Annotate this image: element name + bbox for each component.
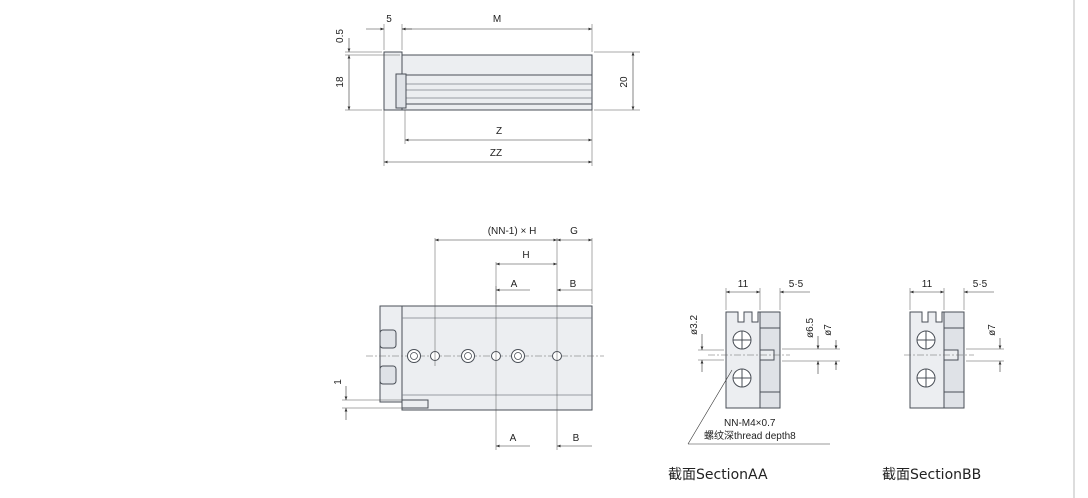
section-aa-dim-32: ø3.2 — [689, 315, 700, 335]
side-view-end-plate — [379, 305, 403, 403]
section-bb-dim-7: ø7 — [987, 324, 998, 336]
dim-1-label: 1 — [333, 379, 344, 385]
dim-g-label: G — [570, 226, 578, 237]
dim-nn1h-label: (NN-1) × H — [488, 226, 537, 237]
dim-a-bottom-label: A — [510, 433, 517, 444]
section-aa-dim-11: 11 — [738, 279, 749, 290]
top-view-body — [401, 54, 593, 111]
section-bb-caption: 截面SectionBB — [882, 467, 981, 483]
dim-5-label: 5 — [386, 14, 392, 25]
section-aa-thread-depth: 螺纹深thread depth8 — [704, 429, 796, 442]
mounting-hole — [407, 349, 421, 363]
section-bb-dim-11: 11 — [922, 279, 933, 290]
top-view: 5 M 0.5 18 20 Z ZZ — [335, 14, 640, 166]
mounting-hole — [511, 349, 525, 363]
dim-b-bottom-label: B — [573, 433, 580, 444]
side-view: (NN-1) × H G H A B A B 1 — [333, 226, 604, 450]
dim-a-top-label: A — [511, 279, 518, 290]
mounting-hole — [461, 349, 475, 363]
section-bb: 11 5·5 ø7 截面SectionBB — [882, 279, 1004, 483]
section-aa-dim-7: ø7 — [823, 324, 834, 336]
section-aa-dim-65: ø6.5 — [805, 318, 816, 338]
section-bb-dim-55: 5·5 — [973, 279, 988, 290]
dim-m-label: M — [493, 14, 501, 25]
dim-z-label: Z — [496, 126, 502, 137]
dim-b-top-label: B — [570, 279, 577, 290]
section-aa-thread: NN-M4×0.7 — [724, 418, 776, 429]
dim-20-label: 20 — [619, 76, 630, 88]
section-aa: 11 5·5 ø3.2 ø6.5 ø7 NN-M4×0.7 螺纹深thread … — [668, 279, 840, 483]
section-aa-caption: 截面SectionAA — [668, 467, 768, 483]
dim-05-label: 0.5 — [335, 29, 346, 43]
section-aa-dim-55: 5·5 — [789, 279, 804, 290]
dim-zz-label: ZZ — [490, 148, 502, 159]
dim-18-label: 18 — [335, 76, 346, 88]
dim-h-label: H — [522, 250, 529, 261]
